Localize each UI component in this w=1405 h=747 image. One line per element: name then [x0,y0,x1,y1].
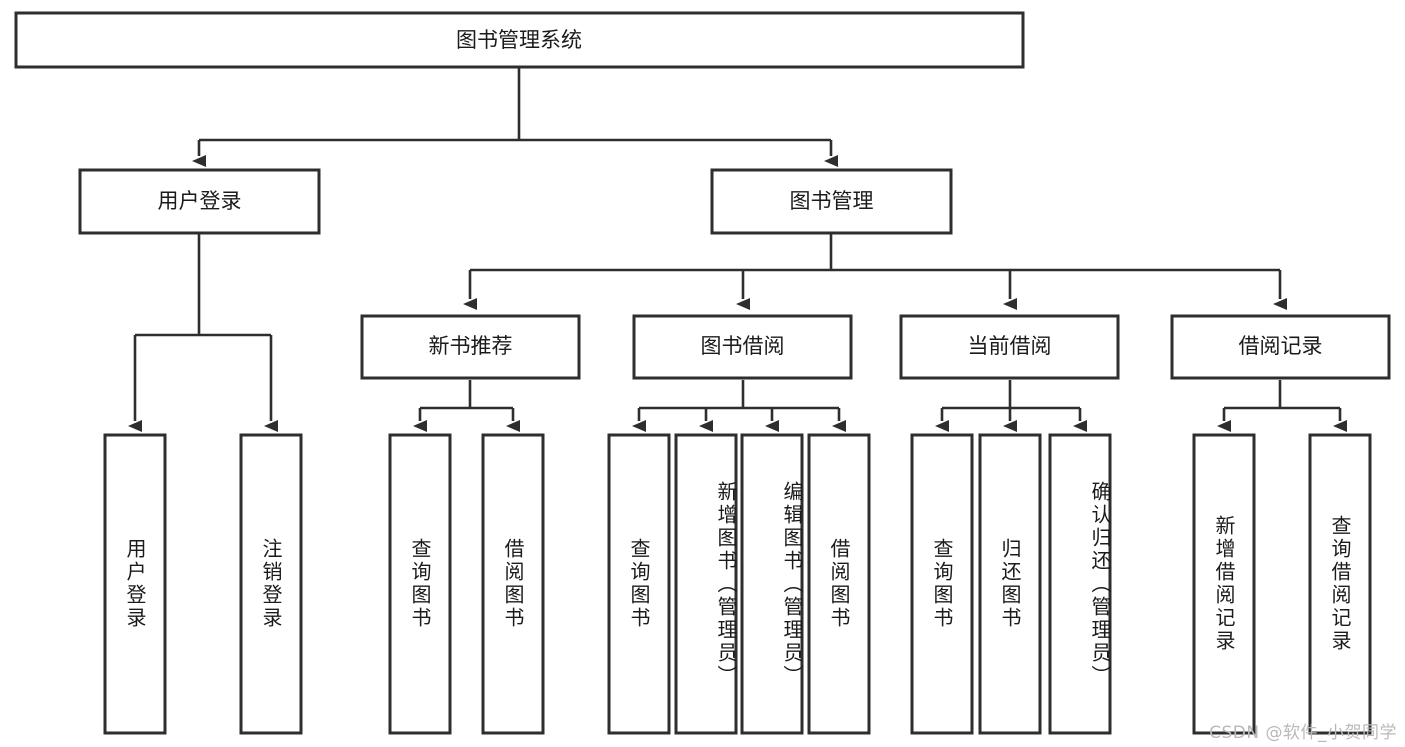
node-leaf-query-book-2[interactable] [607,433,671,735]
node-book-management-system[interactable] [14,11,1025,69]
connector-borrowrecord-to-leaves [1217,380,1347,432]
node-leaf-return-book[interactable] [978,433,1042,735]
watermark-text: CSDN @软件_小贺同学 [1209,723,1397,743]
node-leaf-query-book-1[interactable] [388,433,452,735]
connector-bookborrow-to-leaves [632,380,846,432]
node-label-user-login: 用户登录 [158,189,242,213]
node-label-borrow-record: 借阅记录 [1239,334,1323,358]
node-user-login[interactable] [78,168,321,235]
node-label-book-borrow: 图书借阅 [701,334,785,358]
node-label-new-book-recommend: 新书推荐 [429,334,513,358]
node-leaf-add-borrow-record[interactable] [1192,433,1256,735]
connector-root-to-level2 [192,67,838,167]
node-label-book-management-system: 图书管理系统 [456,28,582,52]
connector-currentborrow-to-leaves [935,380,1087,432]
node-leaf-query-borrow-record[interactable] [1308,433,1372,735]
node-borrow-record[interactable] [1170,314,1391,380]
connector-bookmanage-to-level3 [463,233,1287,310]
node-leaf-edit-book[interactable] [740,433,804,735]
node-leaf-user-login[interactable] [103,433,167,735]
node-leaf-borrow-book-1[interactable] [481,433,545,735]
node-current-borrow[interactable] [899,314,1120,380]
node-leaf-borrow-book-2[interactable] [807,433,871,735]
node-label-book-manage: 图书管理 [790,189,874,213]
connector-newbook-to-leaves [413,380,520,432]
connector-userlogin-to-leaves [128,233,278,432]
node-label-current-borrow: 当前借阅 [968,334,1052,358]
node-new-book-recommend[interactable] [360,314,581,380]
node-leaf-confirm-return[interactable] [1048,433,1112,735]
node-leaf-query-book-3[interactable] [910,433,974,735]
node-book-manage[interactable] [710,168,953,235]
node-leaf-add-book[interactable] [674,433,738,735]
node-leaf-logout-login[interactable] [239,433,303,735]
node-book-borrow[interactable] [632,314,853,380]
